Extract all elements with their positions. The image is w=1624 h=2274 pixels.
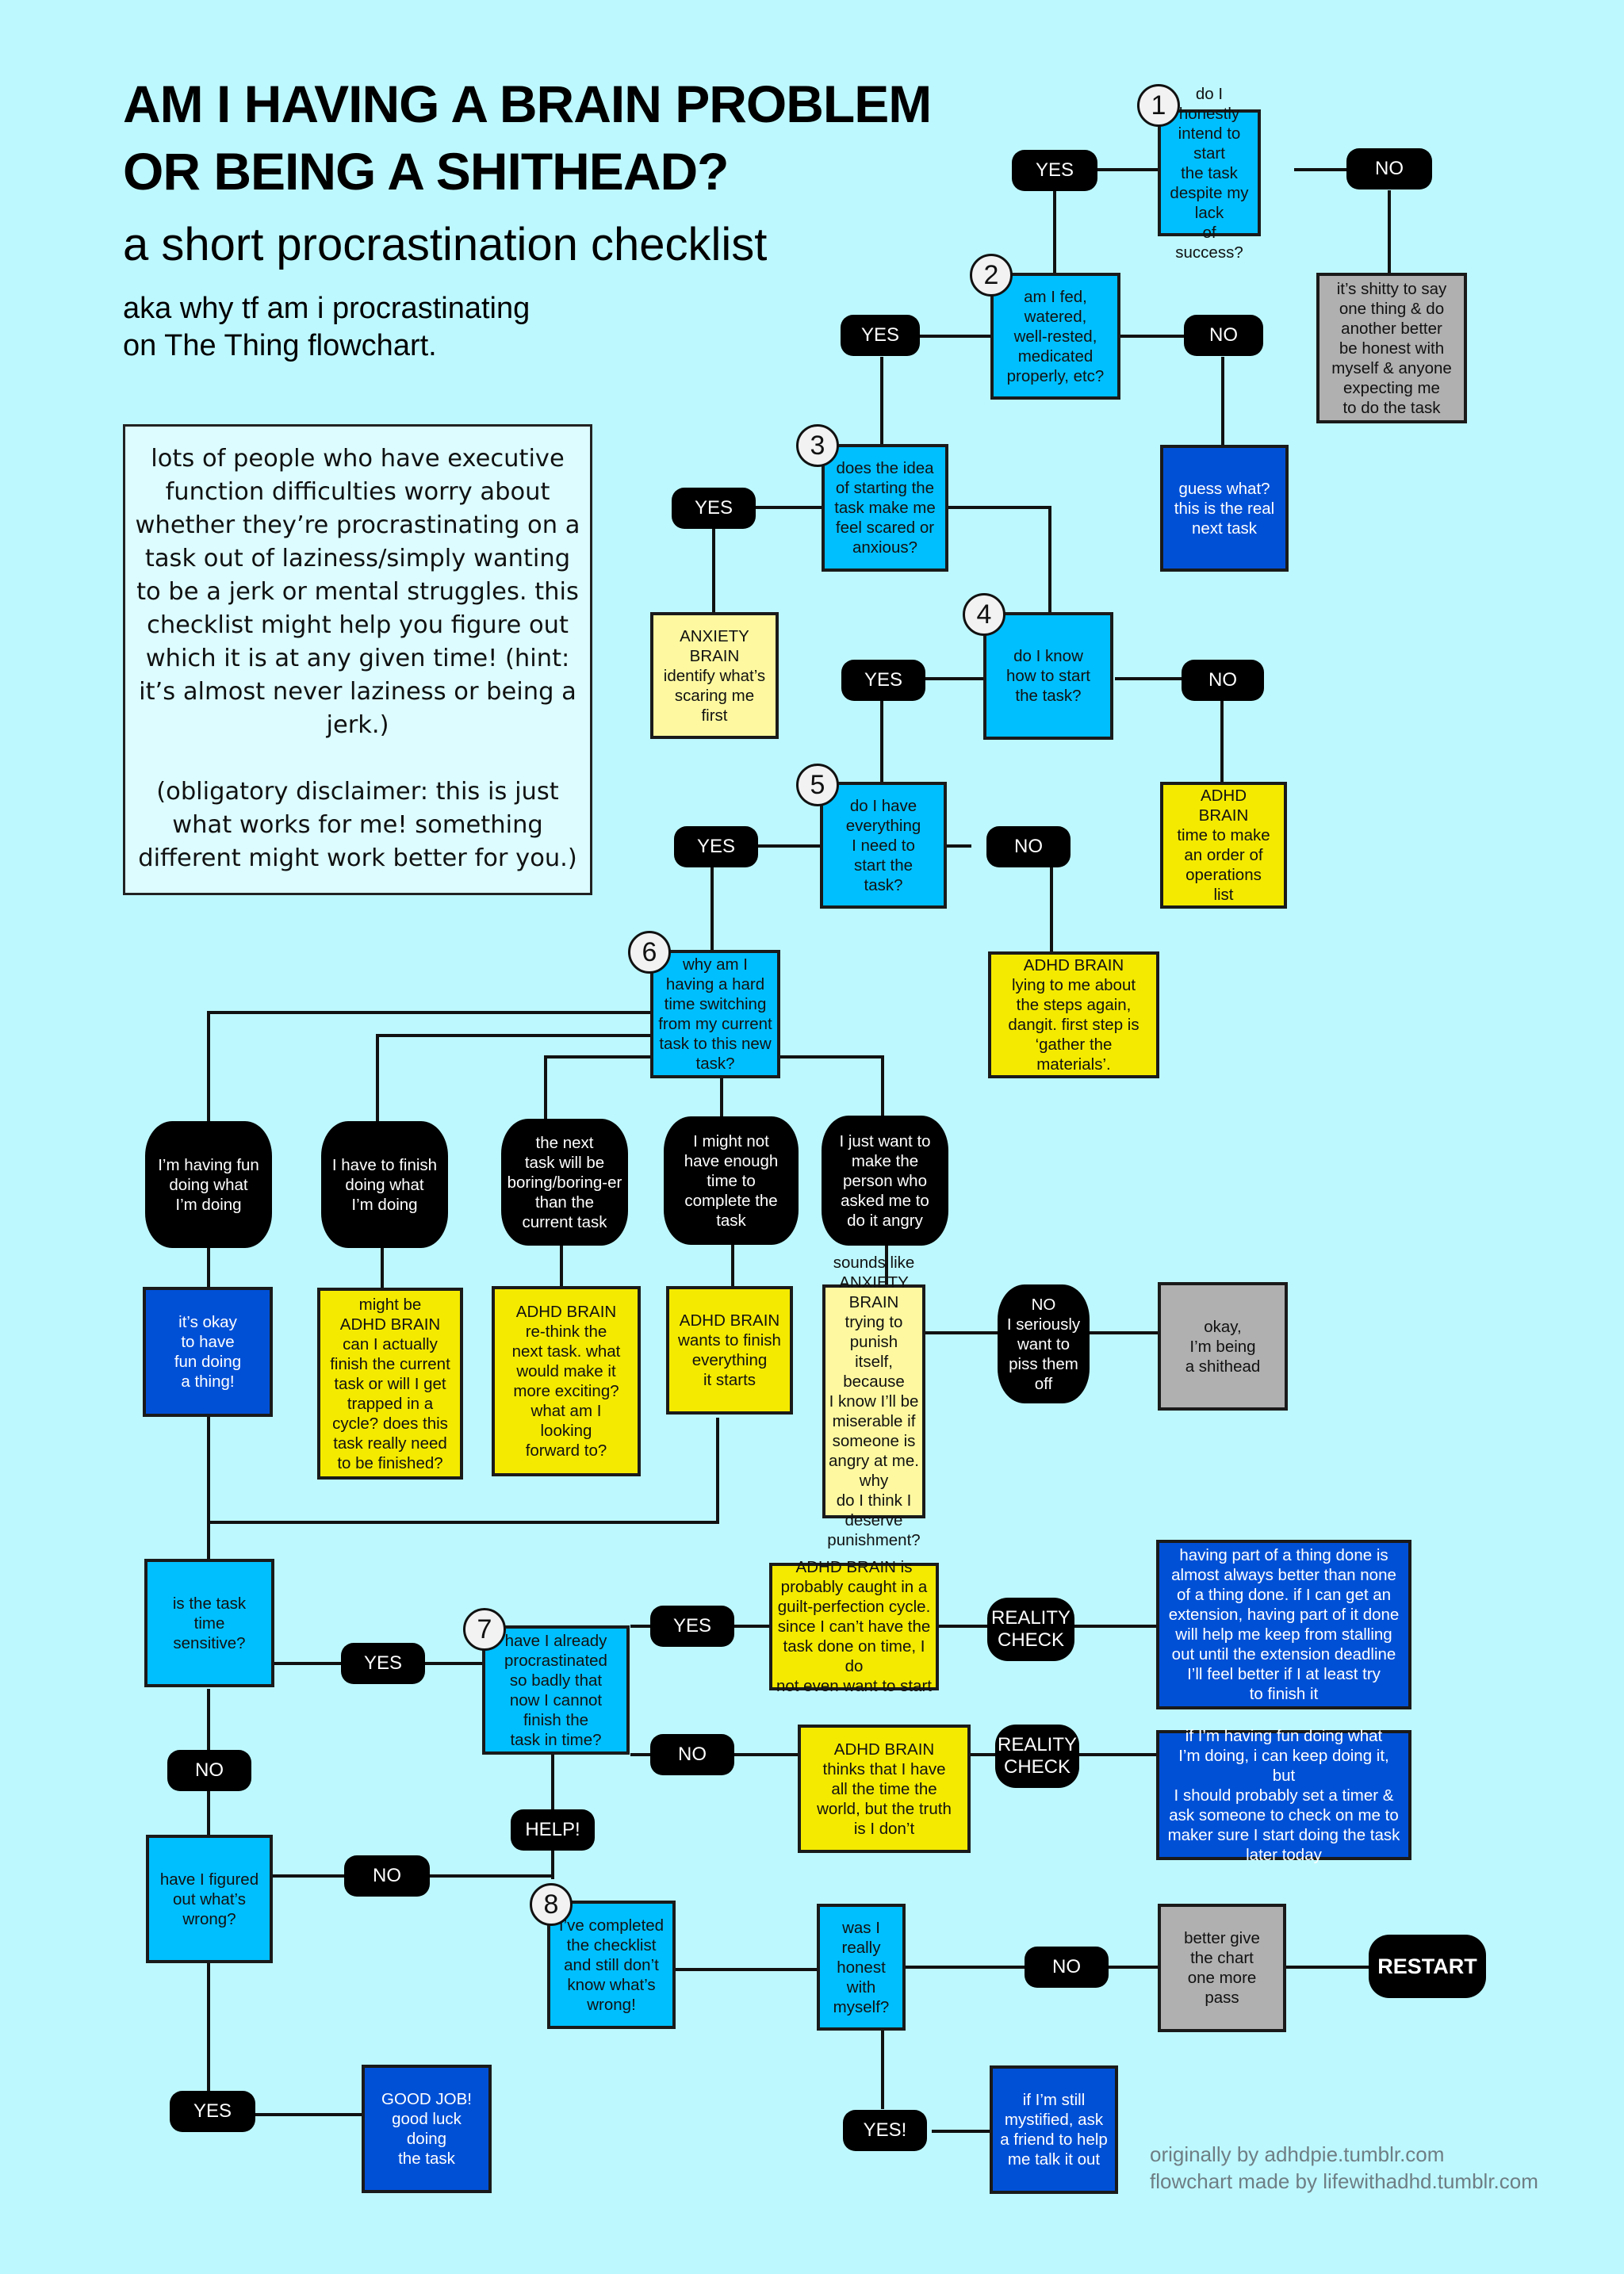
step-2-badge: 2 xyxy=(970,254,1013,297)
page-subtitle: a short procrastination checklist xyxy=(123,219,768,270)
connector xyxy=(376,1034,653,1122)
step-7-question: have I already procrastinated so badly t… xyxy=(482,1625,630,1755)
question-figured-out: have I figured out what’s wrong? xyxy=(146,1835,273,1963)
credits: originally by adhdpie.tumblr.com flowcha… xyxy=(1150,2141,1538,2195)
step-6-question: why am I having a hard time switching fr… xyxy=(650,950,780,1078)
outcome-gather-materials: ADHD BRAIN lying to me about the steps a… xyxy=(988,951,1159,1078)
step-5-badge: 5 xyxy=(796,764,839,806)
outcome-ask-friend: if I’m still mystified, ask a friend to … xyxy=(990,2065,1118,2194)
step-2-question: am I fed, watered, well-rested, medicate… xyxy=(990,273,1120,400)
credit-original[interactable]: originally by adhdpie.tumblr.com xyxy=(1150,2142,1445,2166)
disclaimer-paragraph: (obligatory disclaimer: this is just wha… xyxy=(138,778,577,872)
reason-make-angry[interactable]: I just want to make the person who asked… xyxy=(822,1116,948,1246)
step-5-question: do I have everything I need to start the… xyxy=(820,782,947,909)
reason-having-fun[interactable]: I’m having fun doing what I’m doing xyxy=(145,1121,272,1248)
step-5-no[interactable]: NO xyxy=(986,826,1071,867)
outcome-anxiety-punish: sounds like ANXIETY BRAIN trying to puni… xyxy=(822,1254,925,1549)
step-6-badge: 6 xyxy=(628,931,671,974)
step-4-no[interactable]: NO xyxy=(1182,660,1264,701)
step-1-yes[interactable]: YES xyxy=(1012,150,1097,191)
reason-next-task-boring[interactable]: the next task will be boring/boring-er t… xyxy=(501,1119,628,1246)
step-4-yes[interactable]: YES xyxy=(841,660,925,701)
outcome-adhd-cycle: might be ADHD BRAIN can I actually finis… xyxy=(317,1288,463,1480)
really-honest-yes[interactable]: YES! xyxy=(843,2110,927,2151)
outcome-all-the-time: ADHD BRAIN thinks that I have all the ti… xyxy=(798,1725,971,1853)
reality-check-2[interactable]: REALITY CHECK xyxy=(995,1725,1079,1788)
outcome-order-of-operations: ADHD BRAIN time to make an order of oper… xyxy=(1160,782,1287,909)
connector xyxy=(207,1011,653,1122)
outcome-adhd-rethink: ADHD BRAIN re-think the next task. what … xyxy=(492,1286,641,1476)
step-1-question: do I honestly intend to start the task d… xyxy=(1158,85,1261,262)
outcome-guilt-perfection: ADHD BRAIN is probably caught in a guilt… xyxy=(769,1558,939,1695)
outcome-adhd-finish-everything: ADHD BRAIN wants to finish everything it… xyxy=(666,1286,793,1415)
step-3-badge: 3 xyxy=(796,424,839,467)
figured-out-no[interactable]: NO xyxy=(344,1855,430,1897)
page-title-line-1: AM I HAVING A BRAIN PROBLEM xyxy=(123,75,932,133)
page-title-line-2: OR BEING A SHITHEAD? xyxy=(123,142,729,201)
step-4-question: do I know how to start the task? xyxy=(983,612,1113,740)
reason-not-enough-time[interactable]: I might not have enough time to complete… xyxy=(664,1116,799,1245)
outcome-okay-fun: it’s okay to have fun doing a thing! xyxy=(143,1287,273,1417)
step-4-badge: 4 xyxy=(963,593,1005,636)
step-2-no[interactable]: NO xyxy=(1184,315,1263,356)
connector xyxy=(209,1418,719,1524)
step-8-question: I’ve completed the checklist and still d… xyxy=(547,1901,676,2029)
answer-seriously-piss-off[interactable]: NO I seriously want to piss them off xyxy=(998,1284,1090,1403)
step-5-yes[interactable]: YES xyxy=(674,826,758,867)
figured-out-yes[interactable]: YES xyxy=(170,2091,255,2132)
reality-check-1[interactable]: REALITY CHECK xyxy=(987,1598,1074,1661)
step-7-badge: 7 xyxy=(463,1608,506,1651)
time-sensitive-yes[interactable]: YES xyxy=(341,1643,425,1684)
aka-line-2: on The Thing flowchart. xyxy=(123,329,437,362)
step-8-badge: 8 xyxy=(530,1883,573,1926)
connector xyxy=(904,506,1051,614)
step-1-no[interactable]: NO xyxy=(1346,148,1432,190)
step-7-no[interactable]: NO xyxy=(650,1734,734,1775)
outcome-real-next-task: guess what? this is the real next task xyxy=(1160,445,1289,572)
outcome-one-more-pass: better give the chart one more pass xyxy=(1158,1904,1286,2032)
reality-set-timer: if I’m having fun doing what I’m doing, … xyxy=(1156,1727,1411,1864)
aka-line-1: aka why tf am i procrastinating xyxy=(123,292,530,325)
step-3-question: does the idea of starting the task make … xyxy=(822,444,948,572)
reason-have-to-finish[interactable]: I have to finish doing what I’m doing xyxy=(321,1121,448,1248)
step-7-help[interactable]: HELP! xyxy=(511,1809,595,1851)
connector xyxy=(544,1055,653,1120)
step-2-yes[interactable]: YES xyxy=(841,315,920,356)
reality-part-done: having part of a thing done is almost al… xyxy=(1156,1540,1411,1709)
step-7-yes[interactable]: YES xyxy=(650,1606,734,1647)
connector xyxy=(779,1055,884,1116)
intro-box: lots of people who have executive functi… xyxy=(123,424,592,895)
outcome-anxiety-identify: ANXIETY BRAIN identify what’s scaring me… xyxy=(650,612,779,739)
restart-button[interactable]: RESTART xyxy=(1369,1935,1486,1998)
credit-flowchart[interactable]: flowchart made by lifewithadhd.tumblr.co… xyxy=(1150,2169,1538,2193)
step-1-badge: 1 xyxy=(1137,84,1180,127)
time-sensitive-no[interactable]: NO xyxy=(167,1750,251,1791)
question-really-honest: was I really honest with myself? xyxy=(817,1904,906,2031)
question-time-sensitive: is the task time sensitive? xyxy=(144,1559,274,1687)
outcome-be-honest: it’s shitty to say one thing & do anothe… xyxy=(1316,273,1467,423)
really-honest-no[interactable]: NO xyxy=(1025,1947,1109,1988)
intro-paragraph: lots of people who have executive functi… xyxy=(135,445,580,739)
outcome-being-shithead: okay, I’m being a shithead xyxy=(1158,1282,1288,1411)
outcome-good-job: GOOD JOB! good luck doing the task xyxy=(362,2065,492,2193)
step-3-yes[interactable]: YES xyxy=(672,488,756,529)
